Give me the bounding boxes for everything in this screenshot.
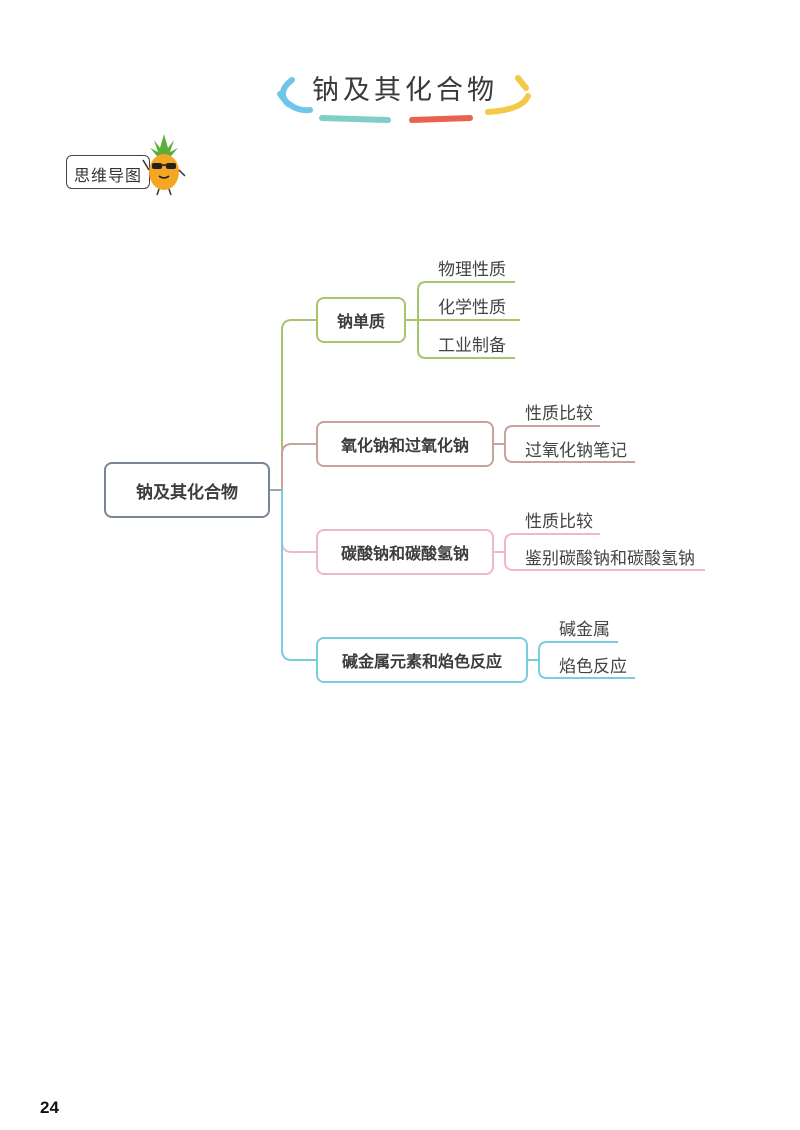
mindmap-branch-node: 碱金属元素和焰色反应 xyxy=(316,637,528,683)
connector-branch-2 xyxy=(281,443,316,490)
title-decoration xyxy=(277,75,531,123)
pineapple-icon xyxy=(142,134,186,196)
mindmap-leaf: 碱金属 xyxy=(559,620,610,640)
leaf-connectors-1 xyxy=(406,281,520,359)
mindmap-branch-node: 碳酸钠和碳酸氢钠 xyxy=(316,529,494,575)
branch-label: 碱金属元素和焰色反应 xyxy=(341,652,502,671)
leaf-connectors-3 xyxy=(494,533,705,571)
page-title: 钠及其化合物 xyxy=(312,75,498,106)
mindmap-branch-node: 氧化钠和过氧化钠 xyxy=(316,421,494,467)
mindmap-leaf: 性质比较 xyxy=(525,512,593,532)
mindmap-leaf: 性质比较 xyxy=(525,404,593,424)
mindmap-leaf: 鉴别碳酸钠和碳酸氢钠 xyxy=(525,549,695,569)
branch-label: 钠单质 xyxy=(336,312,385,331)
mindmap-leaf: 化学性质 xyxy=(438,298,506,318)
leaf-connectors-4 xyxy=(528,641,635,679)
mindmap-branch-node: 钠单质 xyxy=(316,297,406,343)
branch-label: 氧化钠和过氧化钠 xyxy=(340,436,469,455)
mindmap-leaf: 物理性质 xyxy=(438,260,506,280)
mindmap-root-node: 钠及其化合物 xyxy=(104,462,270,518)
page-number: 24 xyxy=(40,1098,59,1117)
branch-label: 碳酸钠和碳酸氢钠 xyxy=(340,544,469,563)
page-title-block: 钠及其化合物 xyxy=(270,60,540,130)
mindmap-leaf: 焰色反应 xyxy=(559,657,627,677)
badge-label: 思维导图 xyxy=(73,166,142,185)
connector-branch-4 xyxy=(281,490,316,661)
leaf-connectors-2 xyxy=(494,425,635,463)
mindmap-leaf: 过氧化钠笔记 xyxy=(525,441,627,461)
connector-branch-1 xyxy=(281,319,316,490)
connector-branch-3 xyxy=(281,490,316,553)
root-label: 钠及其化合物 xyxy=(136,482,238,503)
mindmap-leaf: 工业制备 xyxy=(438,336,506,356)
